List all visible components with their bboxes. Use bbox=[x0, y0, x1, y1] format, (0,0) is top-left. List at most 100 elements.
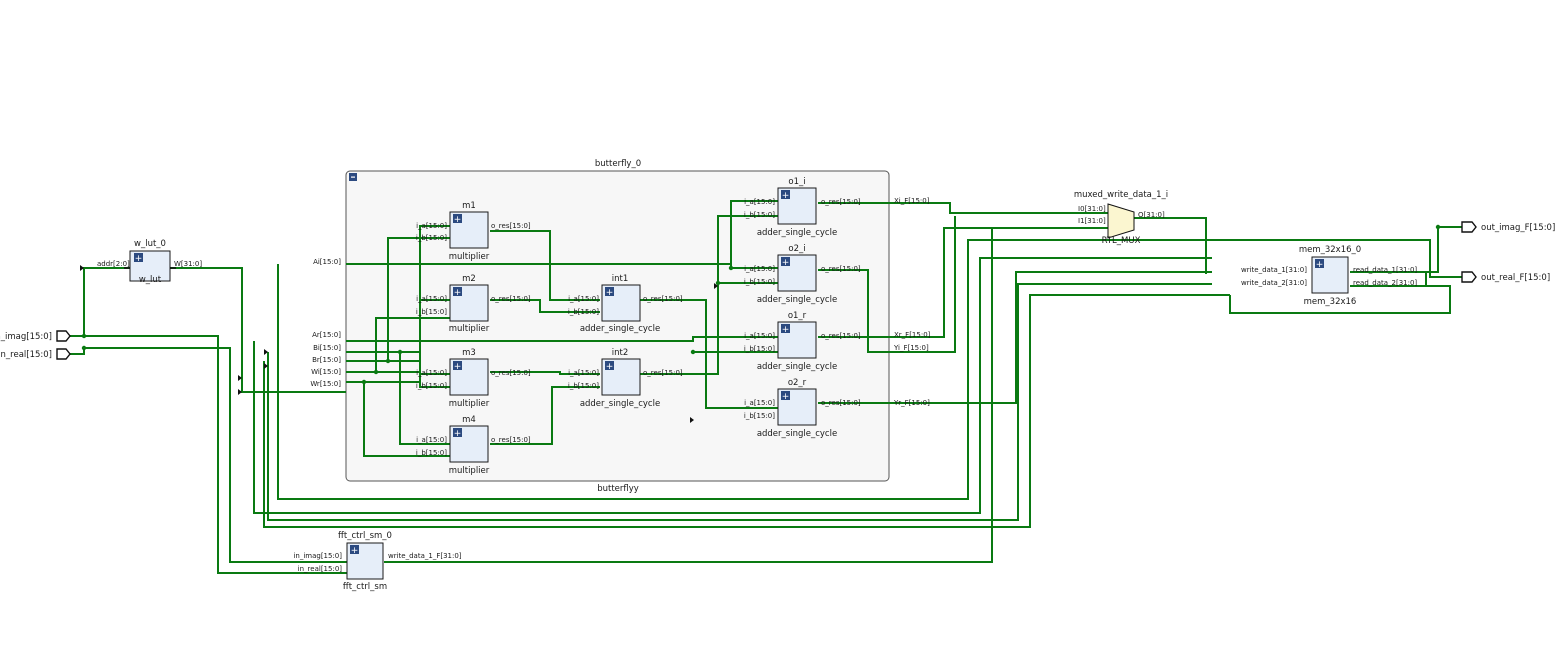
int1-pin-out: o_res[15:0] bbox=[643, 295, 683, 303]
port-out-real[interactable]: out_real_F[15:0] bbox=[1461, 271, 1550, 283]
m1-pin-a: i_a[15:0] bbox=[416, 222, 447, 230]
expand-icon: + bbox=[782, 191, 790, 201]
m2-pin-out: o_res[15:0] bbox=[491, 295, 531, 303]
expand-icon: + bbox=[606, 362, 614, 372]
pin-yr-f: Yr_F[15:0] bbox=[893, 399, 930, 407]
ctrl-instance-name: fft_ctrl_sm_0 bbox=[338, 531, 392, 541]
o2-i-pin-b: i_b[15:0] bbox=[744, 278, 775, 286]
m3-instance-name: m3 bbox=[462, 348, 476, 358]
m2-pin-a: i_a[15:0] bbox=[416, 295, 447, 303]
pin-wr: Wr[15:0] bbox=[310, 380, 341, 388]
w-lut-instance-name: w_lut_0 bbox=[134, 239, 166, 249]
butterfly-input-pins: Ai[15:0] Ar[15:0] Bi[15:0] Br[15:0] Wi[1… bbox=[310, 258, 341, 388]
cell-m4[interactable]: + m4 multiplier i_a[15:0] i_b[15:0] o_re… bbox=[416, 415, 531, 476]
port-in-imag[interactable]: in_imag[15:0] bbox=[0, 330, 71, 342]
cell-int1[interactable]: + int1 adder_single_cycle i_a[15:0] i_b[… bbox=[568, 274, 683, 334]
expand-icon: + bbox=[454, 215, 462, 225]
mux-pin-i1: I1[31:0] bbox=[1078, 217, 1106, 225]
mux-type-name: RTL_MUX bbox=[1102, 236, 1141, 246]
m2-pin-b: i_b[15:0] bbox=[416, 308, 447, 316]
o1-r-instance-name: o1_r bbox=[788, 311, 807, 321]
int2-pin-out: o_res[15:0] bbox=[643, 369, 683, 377]
port-out-real-label: out_real_F[15:0] bbox=[1481, 273, 1550, 283]
w-lut-pin-w: W[31:0] bbox=[174, 260, 202, 268]
w-lut-type-name: w_lut bbox=[139, 275, 162, 285]
port-in-real-label: in_real[15:0] bbox=[0, 350, 52, 360]
expand-icon: + bbox=[782, 258, 790, 268]
mem-pin-rd2: read_data_2[31:0] bbox=[1353, 279, 1417, 287]
o2-i-pin-a: i_a[15:0] bbox=[744, 265, 775, 273]
o1-r-pin-out: o_res[15:0] bbox=[821, 332, 861, 340]
pin-yi-f: Yi_F[15:0] bbox=[893, 344, 929, 352]
expand-icon: + bbox=[454, 429, 462, 439]
pin-xr-f: Xr_F[15:0] bbox=[894, 331, 931, 339]
pin-ar: Ar[15:0] bbox=[312, 331, 341, 339]
net-junctions bbox=[81, 224, 1441, 385]
cell-o2-i[interactable]: + o2_i adder_single_cycle i_a[15:0] i_b[… bbox=[744, 244, 861, 305]
o2-r-pin-out: o_res[15:0] bbox=[821, 399, 861, 407]
m4-pin-a: i_a[15:0] bbox=[416, 436, 447, 444]
m4-pin-out: o_res[15:0] bbox=[491, 436, 531, 444]
int1-instance-name: int1 bbox=[612, 274, 629, 284]
mux-pin-i0: I0[31:0] bbox=[1078, 205, 1106, 213]
cell-int2[interactable]: + int2 adder_single_cycle i_a[15:0] i_b[… bbox=[568, 348, 683, 409]
cell-m3[interactable]: + m3 multiplier i_a[15:0] i_b[15:0] o_re… bbox=[416, 348, 531, 409]
expand-icon: + bbox=[135, 254, 143, 264]
int2-pin-a: i_a[15:0] bbox=[568, 369, 599, 377]
mem-pin-wd1: write_data_1[31:0] bbox=[1241, 266, 1307, 274]
net-arrows bbox=[80, 265, 718, 423]
o2-r-pin-a: i_a[15:0] bbox=[744, 399, 775, 407]
cell-w-lut[interactable]: + w_lut_0 w_lut addr[2:0] W[31:0] bbox=[97, 239, 202, 285]
o2-i-instance-name: o2_i bbox=[788, 244, 805, 254]
o1-r-type-name: adder_single_cycle bbox=[757, 362, 837, 372]
int2-type-name: adder_single_cycle bbox=[580, 399, 660, 409]
butterfly-instance-name: butterfly_0 bbox=[595, 159, 641, 169]
port-out-imag[interactable]: out_imag_F[15:0] bbox=[1461, 221, 1555, 233]
o1-r-pin-b: i_b[15:0] bbox=[744, 345, 775, 353]
o2-i-pin-out: o_res[15:0] bbox=[821, 265, 861, 273]
cell-m1[interactable]: + m1 multiplier i_a[15:0] i_b[15:0] o_re… bbox=[416, 201, 531, 262]
o1-i-instance-name: o1_i bbox=[788, 177, 805, 187]
int2-pin-b: i_b[15:0] bbox=[568, 382, 599, 390]
cell-m2[interactable]: + m2 multiplier i_a[15:0] i_b[15:0] o_re… bbox=[416, 274, 531, 334]
m4-type-name: multiplier bbox=[449, 466, 490, 476]
o2-r-type-name: adder_single_cycle bbox=[757, 429, 837, 439]
pin-br: Br[15:0] bbox=[312, 356, 341, 364]
cell-o1-i[interactable]: + o1_i adder_single_cycle i_a[15:0] i_b[… bbox=[744, 177, 861, 238]
pin-wi: Wi[15:0] bbox=[311, 368, 341, 376]
pin-xi-f: Xi_F[15:0] bbox=[894, 197, 930, 205]
cell-fft-ctrl[interactable]: + fft_ctrl_sm_0 fft_ctrl_sm in_imag[15:0… bbox=[293, 531, 461, 592]
net-wires bbox=[70, 200, 1462, 574]
m4-instance-name: m4 bbox=[462, 415, 476, 425]
m3-pin-out: o_res[15:0] bbox=[491, 369, 531, 377]
m1-type-name: multiplier bbox=[449, 252, 490, 262]
o2-i-type-name: adder_single_cycle bbox=[757, 295, 837, 305]
port-out-imag-label: out_imag_F[15:0] bbox=[1481, 223, 1555, 233]
expand-icon: + bbox=[782, 325, 790, 335]
collapse-icon[interactable] bbox=[349, 173, 357, 181]
butterfly-type-name: butterflyy bbox=[597, 484, 639, 494]
ctrl-pin-imag: in_imag[15:0] bbox=[293, 552, 342, 560]
int1-type-name: adder_single_cycle bbox=[580, 324, 660, 334]
mem-pin-wd2: write_data_2[31:0] bbox=[1241, 279, 1307, 287]
mux-instance-name: muxed_write_data_1_i bbox=[1074, 190, 1168, 200]
port-in-real[interactable]: in_real[15:0] bbox=[0, 348, 71, 360]
int1-pin-a: i_a[15:0] bbox=[568, 295, 599, 303]
expand-icon: + bbox=[351, 546, 359, 556]
o2-r-instance-name: o2_r bbox=[788, 378, 807, 388]
expand-icon: + bbox=[1316, 260, 1324, 270]
cell-mux[interactable]: muxed_write_data_1_i RTL_MUX I0[31:0] I1… bbox=[1074, 190, 1168, 246]
m1-instance-name: m1 bbox=[462, 201, 476, 211]
mem-type-name: mem_32x16 bbox=[1304, 297, 1357, 307]
butterfly-output-pins: Xi_F[15:0] Xr_F[15:0] Yi_F[15:0] Yr_F[15… bbox=[893, 197, 931, 407]
cell-mem[interactable]: + mem_32x16_0 mem_32x16 write_data_1[31:… bbox=[1241, 245, 1417, 307]
mem-pin-rd1: read_data_1[31:0] bbox=[1353, 266, 1417, 274]
mem-instance-name: mem_32x16_0 bbox=[1299, 245, 1361, 255]
cell-o1-r[interactable]: + o1_r adder_single_cycle i_a[15:0] i_b[… bbox=[744, 311, 861, 372]
o1-i-pin-out: o_res[15:0] bbox=[821, 198, 861, 206]
o1-i-type-name: adder_single_cycle bbox=[757, 228, 837, 238]
int1-pin-b: i_b[15:0] bbox=[568, 308, 599, 316]
cell-o2-r[interactable]: + o2_r adder_single_cycle i_a[15:0] i_b[… bbox=[744, 378, 861, 439]
o1-i-pin-a: i_a[15:0] bbox=[744, 198, 775, 206]
